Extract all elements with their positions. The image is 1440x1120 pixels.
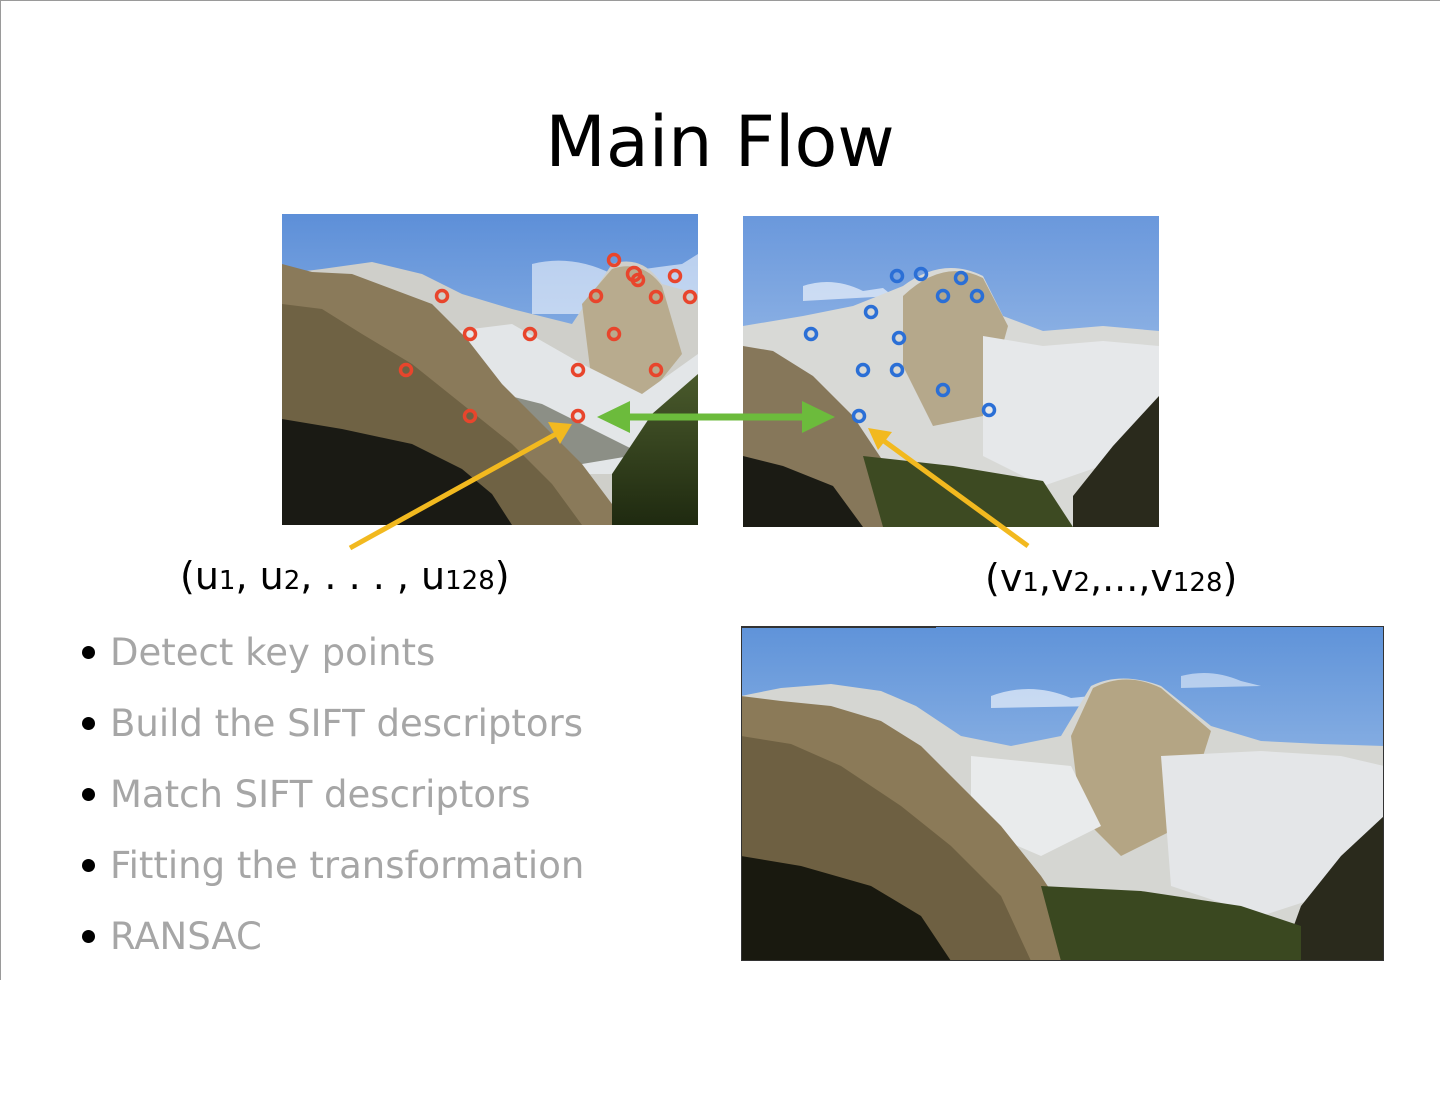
bullet-icon [82,930,95,943]
list-item: Build the SIFT descriptors [80,699,584,770]
step-list: Detect key points Build the SIFT descrip… [80,628,584,983]
left-descriptor-label: (u1, u2, . . . , u128) [180,553,510,604]
left-descriptor-index-2: 2 [283,566,301,596]
right-descriptor-open: (v [985,556,1023,600]
list-item: Detect key points [80,628,584,699]
bullet-icon [82,646,95,659]
left-descriptor-close: ) [494,554,510,598]
right-descriptor-close: ) [1222,556,1238,600]
right-descriptor-index-3: 128 [1172,568,1223,598]
bullet-icon [82,788,95,801]
right-descriptor-mid: ,...,v [1090,556,1173,600]
right-photo [743,216,1159,527]
left-descriptor-index-3: 128 [445,566,495,596]
panorama-photo [741,626,1384,961]
bullet-icon [82,717,95,730]
slide-title: Main Flow [545,101,895,183]
right-descriptor-sep: ,v [1038,556,1074,600]
left-descriptor-open: (u [180,554,219,598]
list-item: Match SIFT descriptors [80,770,584,841]
list-item: RANSAC [80,912,584,983]
left-photo [282,214,698,525]
list-item-text: Detect key points [110,631,436,674]
right-descriptor-index-2: 2 [1073,568,1090,598]
list-item-text: Fitting the transformation [110,844,585,887]
slide-border-top [0,0,1440,1]
list-item-text: Build the SIFT descriptors [110,702,583,745]
left-descriptor-index-1: 1 [218,566,236,596]
list-item-text: RANSAC [110,915,262,958]
bullet-icon [82,859,95,872]
left-descriptor-mid: , . . . , u [300,554,446,598]
right-descriptor-index-1: 1 [1022,568,1039,598]
slide-border-left [0,0,1,980]
list-item: Fitting the transformation [80,841,584,912]
right-descriptor-label: (v1,v2,...,v128) [985,555,1237,606]
left-descriptor-sep: , u [235,554,284,598]
list-item-text: Match SIFT descriptors [110,773,531,816]
